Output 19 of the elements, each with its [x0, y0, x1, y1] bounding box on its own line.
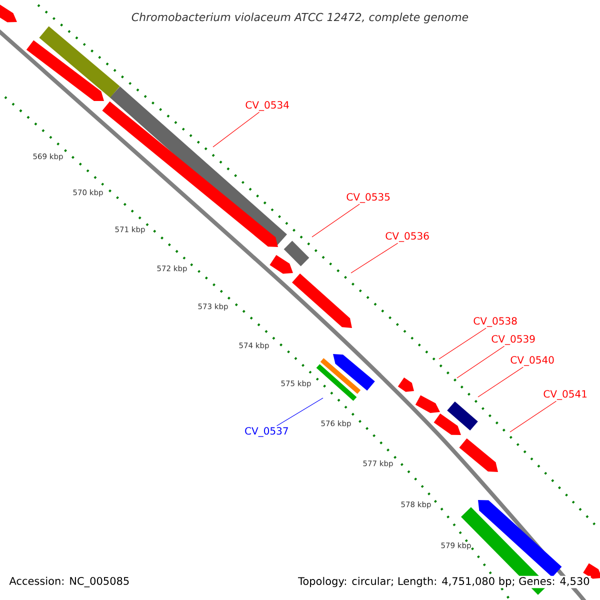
leader-line [212, 112, 260, 148]
leader-line [312, 204, 360, 238]
leader-line [478, 366, 524, 398]
gene-label: CV_0538 [474, 317, 517, 327]
gene-label: CV_0537 [245, 427, 288, 437]
gene-label: CV_0534 [246, 101, 289, 111]
leader-line [350, 242, 398, 274]
leader-line [438, 328, 486, 360]
gene-label: CV_0540 [510, 356, 554, 366]
gene-label: CV_0539 [492, 335, 535, 345]
leader-line [510, 400, 557, 432]
leader-line [276, 398, 324, 426]
genome-stats-text: Topology: circular; Length: 4,751,080 bp; Genes: 4,530 [297, 576, 591, 588]
gene-label: CV_0536 [386, 232, 429, 242]
leader-line [456, 346, 505, 378]
title: Chromobacterium violaceum ATCC 12472, complete genome [130, 12, 470, 24]
gene-label: CV_0541 [544, 390, 587, 400]
accession-text: Accession: NC_005085 [8, 576, 131, 588]
gene-label: CV_0535 [346, 193, 390, 203]
